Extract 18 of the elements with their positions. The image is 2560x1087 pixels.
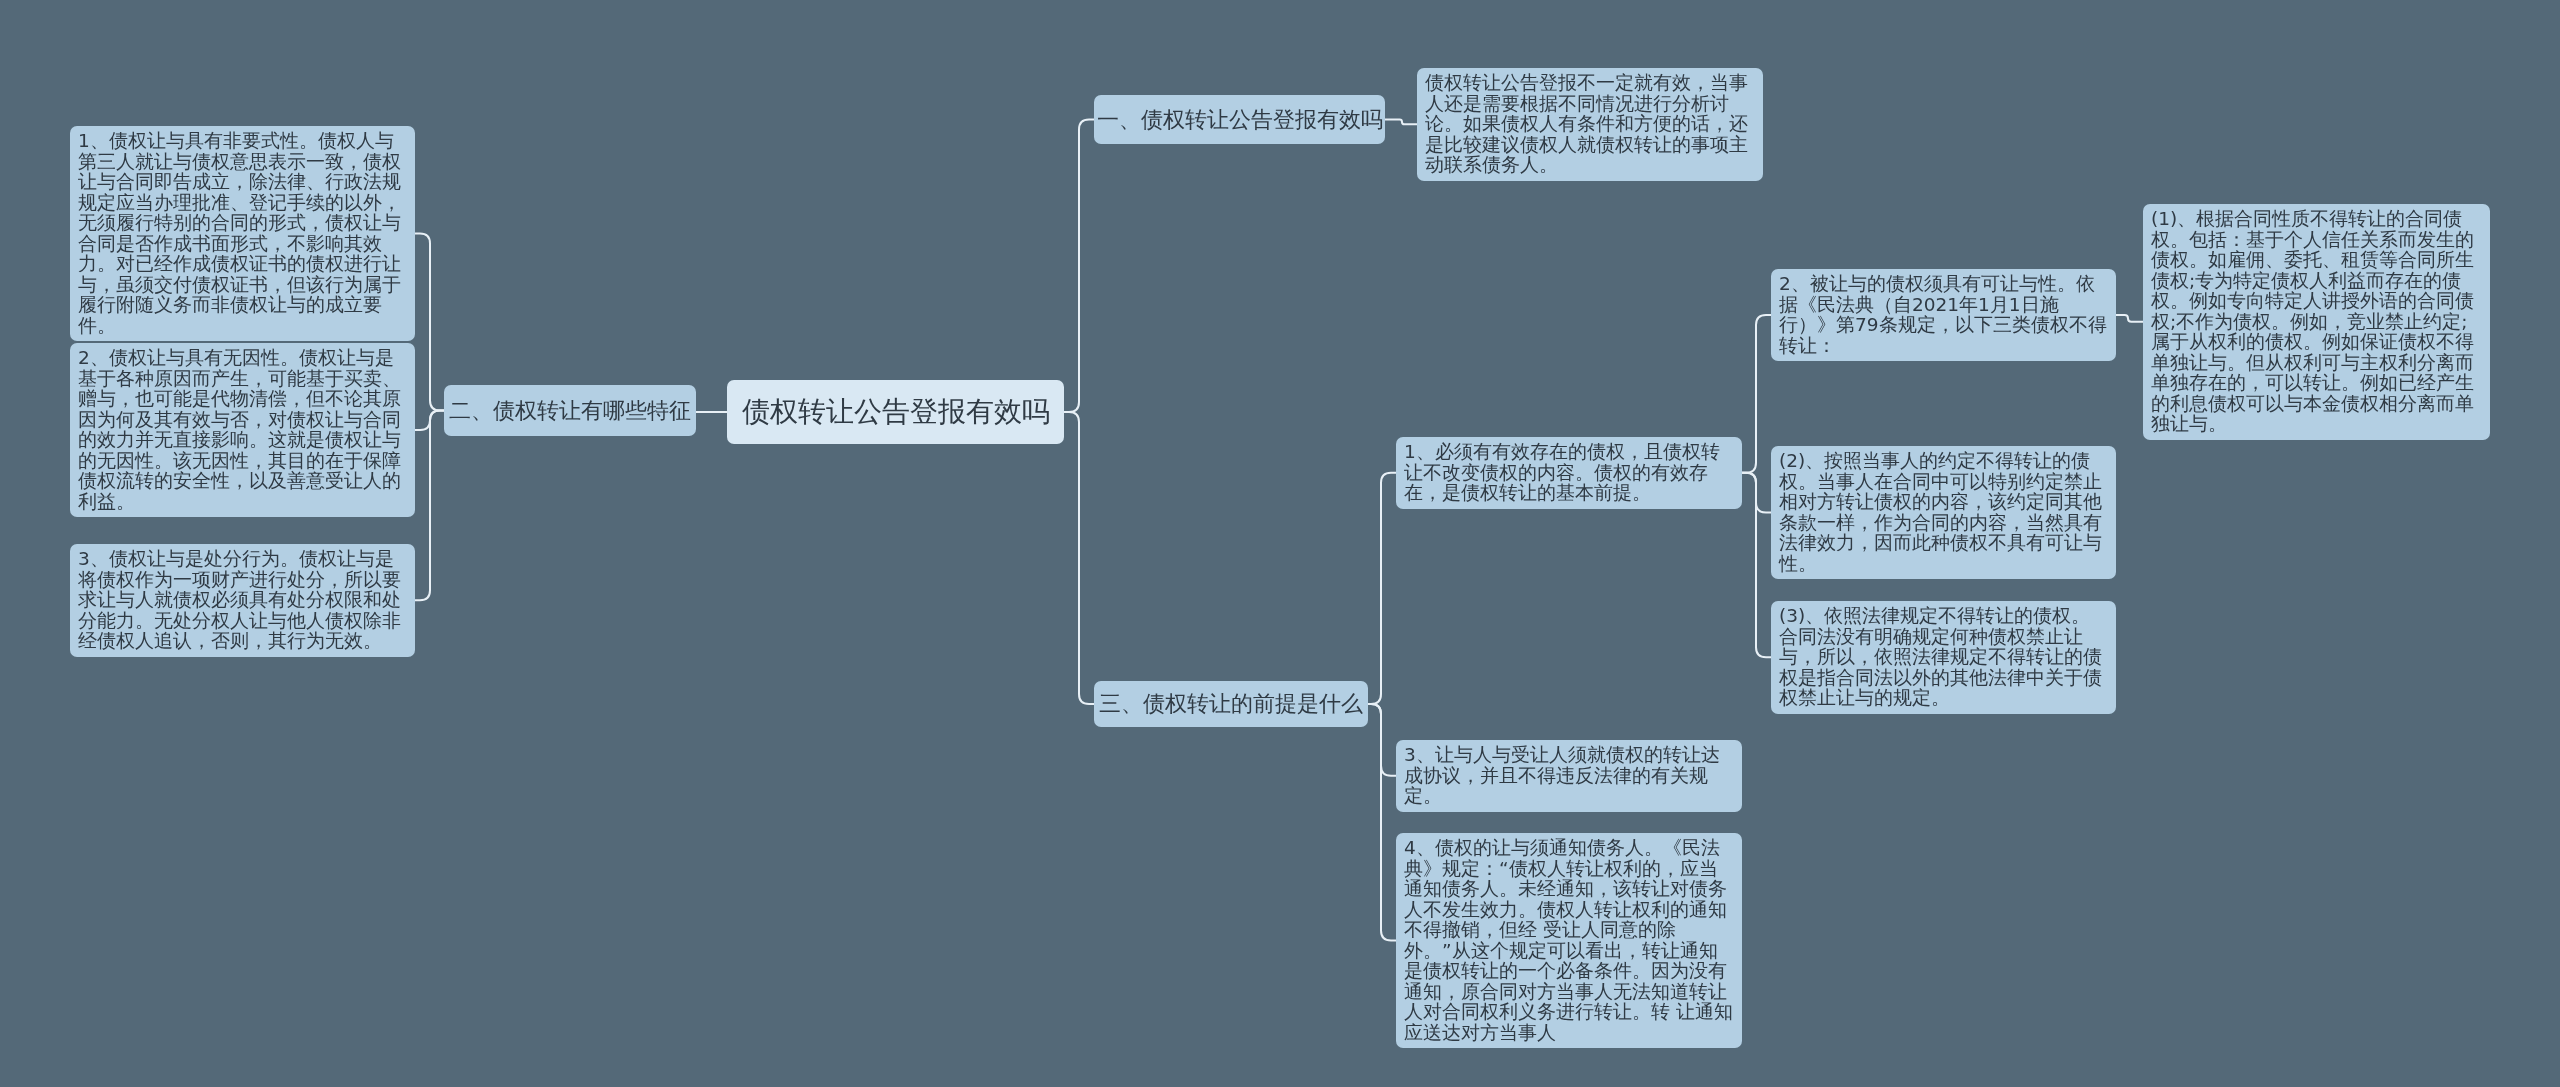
text-box: 3、让与人与受让人须就债权的转让达成协议，并且不得违反法律的有关规定。 (1396, 740, 1742, 812)
text-box: 3、债权让与是处分行为。债权让与是将债权作为一项财产进行处分，所以要求让与人就债权必须具有处分权限和处分能力。无处分权人让与他人债权除非经债权人追认，否则，其行为无效。 (70, 544, 415, 657)
connector-line (695, 411, 728, 413)
text-box: (1)、根据合同性质不得转让的合同债权。包括：基于个人信任关系而发生的债权。如雇佣、委托、租赁等合同所生债权;专为特定债权人利益而存在的债权。例如专向特定人讲授外语的合同债权;不作为债权。例如，竞业禁止约定;属于从权利的债权。例如保证债权不得单独让与。但从权利可与主权利分离而单独存在的，可以转让。例如已经产生的利息债权可以与本金债权相分离而单独让与。 (2143, 204, 2490, 440)
connector-line (1384, 118, 1418, 126)
connector-line (2115, 314, 2144, 323)
text-box: 债权转让公告登报不一定就有效，当事人还是需要根据不同情况进行分析讨论。如果债权人有条件和方便的话，还是比较建议债权人就债权转让的事项主动联系债务人。 (1417, 68, 1763, 181)
text-box: 4、债权的让与须通知债务人。《民法典》规定：“债权人转让权利的，应当通知债务人。未经通知，该转让对债务人不发生效力。债权人转让权利的通知不得撤销，但经 受让人同意的除外。”从这个规定可以看出，转让通知是债权转让的一个必备条件。因为没有通知，原合同对方当事人无法知道转让人对合同权利义务进行转让。转 让通知应送达对方当事人 (1396, 833, 1742, 1048)
text-box: 2、被让与的债权须具有可让与性。依据《民法典（自2021年1月1日施行）》第79条规定，以下三类债权不得转让： (1771, 269, 2116, 361)
branch-topic-box: 三、债权转让的前提是什么 (1094, 681, 1368, 727)
text-box: (3)、依照法律规定不得转让的债权。合同法没有明确规定何种债权禁止让与，所以，依照法律规定不得转让的债权是指合同法以外的其他法律中关于债权禁止让与的规定。 (1771, 601, 2116, 714)
text-box: 1、必须有有效存在的债权，且债权转让不改变债权的内容。债权的有效存在，是债权转让的基本前提。 (1396, 437, 1742, 509)
central-topic-box: 债权转让公告登报有效吗 (727, 380, 1064, 444)
text-box: 2、债权让与具有无因性。债权让与是基于各种原因而产生，可能基于买卖、赠与，也可能是代物清偿，但不论其原因为何及其有效与否，对债权让与合同的效力并无直接影响。这就是债权让与的无因性。该无因性，其目的在于保障债权流转的安全性，以及善意受让人的利益。 (70, 343, 415, 517)
branch-topic-box: 一、债权转让公告登报有效吗 (1094, 95, 1385, 144)
branch-topic-box: 二、债权转让有哪些特征 (444, 385, 696, 436)
text-box: 1、债权让与具有非要式性。债权人与第三人就让与债权意思表示一致，债权让与合同即告成立，除法律、行政法规规定应当办理批准、登记手续的以外，无须履行特别的合同的形式，债权让与合同是否作成书面形式，不影响其效力。对已经作成债权证书的债权进行让与，虽须交付债权证书，但该行为属于履行附随义务而非债权让与的成立要件。 (70, 126, 415, 341)
text-box: (2)、按照当事人的约定不得转让的债权。当事人在合同中可以特别约定禁止相对方转让债权的内容，该约定同其他条款一样，作为合同的内容，当然具有法律效力，因而此种债权不具有可让与性。 (1771, 446, 2116, 579)
